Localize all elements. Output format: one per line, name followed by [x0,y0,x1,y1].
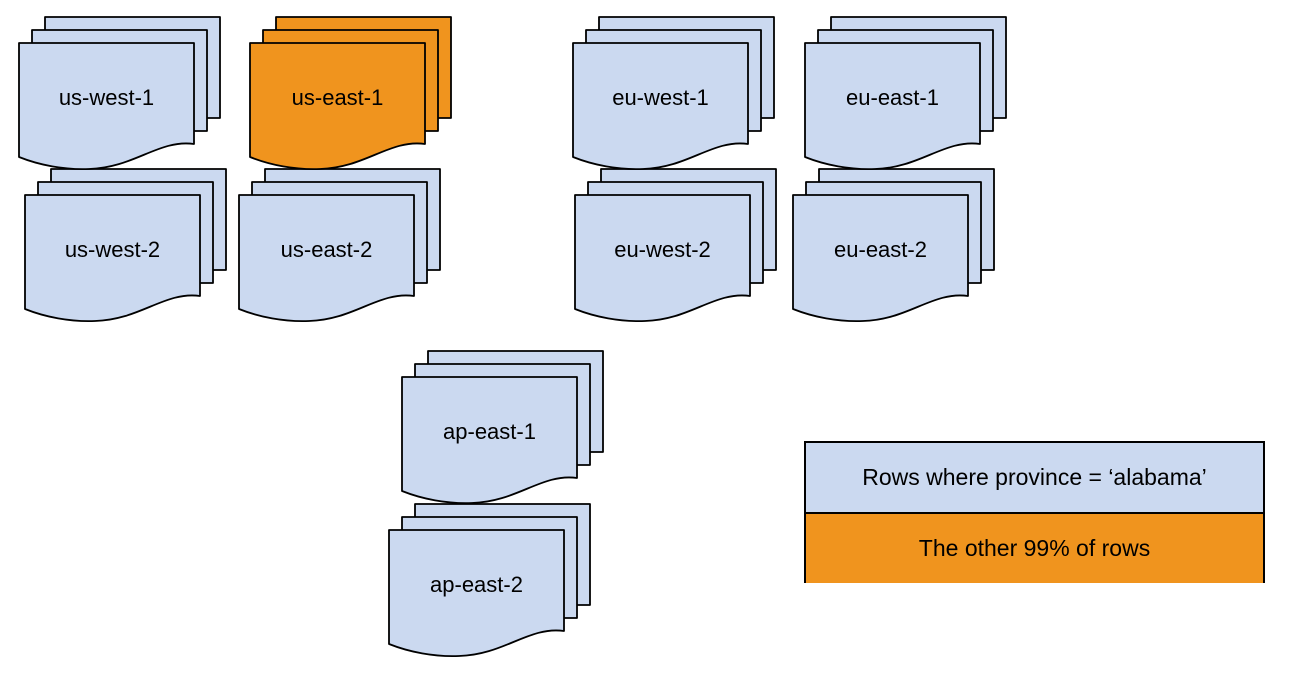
region-stack-eu-west-2: eu-west-2 [574,168,778,328]
legend-item-alabama-rows: Rows where province = ‘alabama’ [806,443,1263,514]
region-label: us-east-1 [291,85,384,110]
region-label: us-east-2 [280,237,373,262]
region-stack-ap-east-1: ap-east-1 [401,350,605,510]
region-stack-eu-east-1: eu-east-1 [804,16,1008,176]
legend-item-label: Rows where province = ‘alabama’ [862,464,1207,490]
region-label: us-west-1 [58,85,155,110]
region-label: ap-east-2 [430,572,523,597]
region-label: eu-east-1 [846,85,939,110]
region-stack-us-east-2: us-east-2 [238,168,442,328]
legend-item-label: The other 99% of rows [918,535,1151,561]
region-stack-eu-west-1: eu-west-1 [572,16,776,176]
region-stack-us-east-1: us-east-1 [249,16,453,176]
region-label: eu-west-1 [612,85,709,110]
region-stack-us-west-1: us-west-1 [18,16,222,176]
region-label: us-west-2 [64,237,161,262]
region-stack-us-west-2: us-west-2 [24,168,228,328]
region-label: eu-east-2 [834,237,927,262]
region-label: eu-west-2 [614,237,711,262]
legend-item-other-rows: The other 99% of rows [806,514,1263,583]
legend: Rows where province = ‘alabama’ The othe… [804,441,1265,583]
region-stack-ap-east-2: ap-east-2 [388,503,592,663]
region-stack-eu-east-2: eu-east-2 [792,168,996,328]
region-label: ap-east-1 [443,419,536,444]
